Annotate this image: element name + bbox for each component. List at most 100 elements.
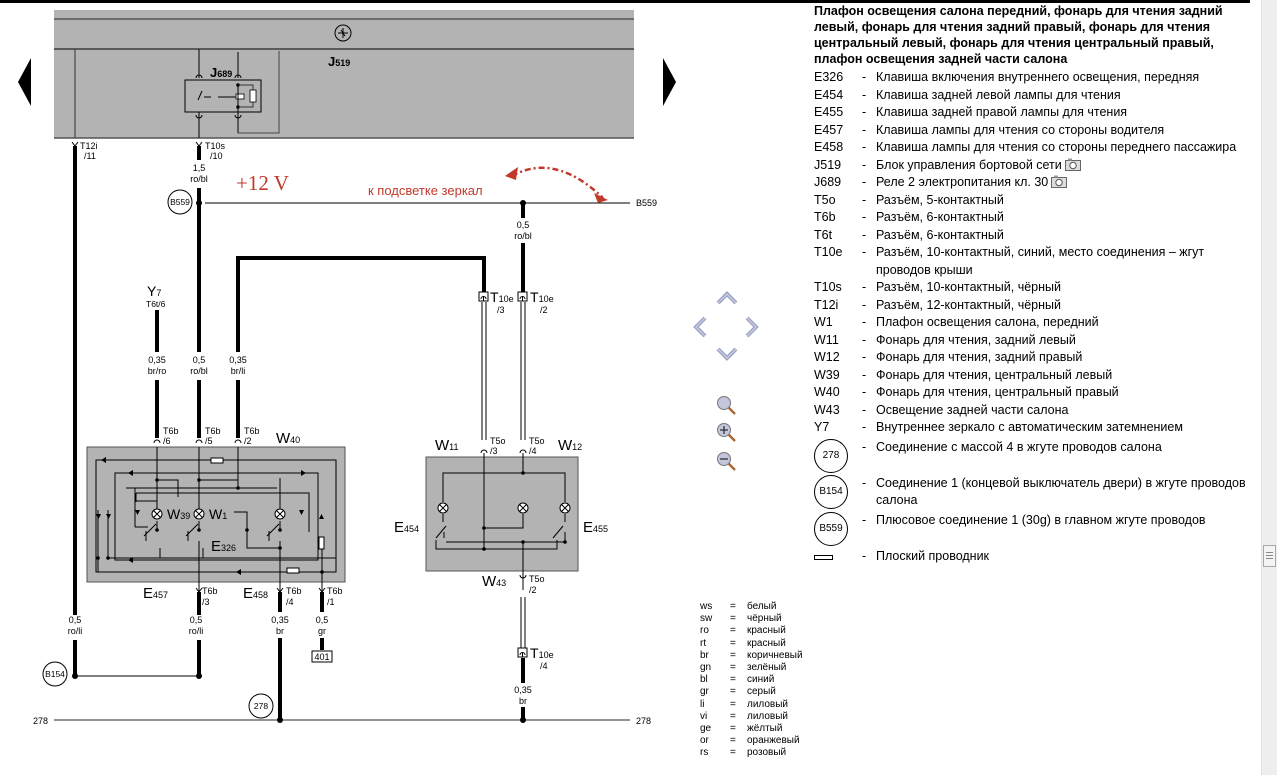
color-name: синий bbox=[747, 674, 775, 686]
legend-desc: Клавиша лампы для чтения со стороны води… bbox=[876, 122, 1165, 137]
j689-label: J689 bbox=[210, 65, 232, 80]
color-code-row: rs=розовый bbox=[700, 747, 803, 759]
flat-conductor-icon bbox=[814, 548, 862, 566]
svg-text:B559: B559 bbox=[170, 197, 190, 207]
svg-text:0,35: 0,35 bbox=[514, 685, 532, 695]
legend-code: W11 bbox=[814, 332, 839, 347]
equals-sign: = bbox=[730, 686, 736, 698]
legend-dash: - bbox=[862, 140, 867, 154]
color-code-row: br=коричневый bbox=[700, 650, 803, 662]
svg-text:0,5: 0,5 bbox=[517, 220, 530, 230]
svg-text:W43: W43 bbox=[482, 573, 506, 590]
color-name: серый bbox=[747, 686, 776, 698]
equals-sign: = bbox=[730, 649, 736, 661]
t6t-label: T6t/6 bbox=[146, 299, 166, 309]
camera-icon[interactable] bbox=[1051, 175, 1068, 188]
svg-text:T5o: T5o bbox=[529, 436, 545, 446]
legend-symbol-item: B154-Соединение 1 (концевой выключатель … bbox=[814, 474, 1250, 510]
svg-text:0,5: 0,5 bbox=[193, 355, 206, 365]
legend-code: W39 bbox=[814, 367, 840, 382]
svg-text:T6b: T6b bbox=[286, 586, 302, 596]
legend-items: E326-Клавиша включения внутреннего освещ… bbox=[814, 69, 1250, 437]
scrollbar-thumb[interactable] bbox=[1263, 545, 1276, 567]
legend-dash: - bbox=[862, 439, 867, 454]
j519-label: J519 bbox=[328, 54, 350, 69]
legend-desc: Плюсовое соединение 1 (30g) в главном жг… bbox=[876, 512, 1206, 527]
svg-text:/10: /10 bbox=[210, 151, 223, 161]
legend-dash: - bbox=[862, 210, 867, 224]
svg-text:/11: /11 bbox=[84, 151, 96, 161]
legend-dash: - bbox=[862, 315, 867, 329]
legend-dash: - bbox=[862, 87, 867, 102]
next-page-arrow-icon[interactable] bbox=[662, 58, 676, 106]
svg-text:T12i: T12i bbox=[80, 141, 98, 151]
svg-text:0,35: 0,35 bbox=[271, 615, 289, 625]
equals-sign: = bbox=[730, 601, 736, 612]
legend-dash: - bbox=[862, 512, 867, 527]
color-code: vi bbox=[700, 710, 708, 722]
legend-dash: - bbox=[862, 385, 867, 399]
legend-dash: - bbox=[862, 280, 867, 294]
svg-text:T5o: T5o bbox=[490, 436, 506, 446]
legend-code: W12 bbox=[814, 350, 840, 364]
svg-text:401: 401 bbox=[314, 652, 329, 662]
legend-code: T6b bbox=[814, 210, 836, 224]
legend-dash: - bbox=[862, 192, 867, 207]
e457-label: E457 bbox=[143, 585, 168, 602]
svg-text:W11: W11 bbox=[435, 437, 459, 454]
legend-item: W40-Фонарь для чтения, центральный правы… bbox=[814, 384, 1250, 402]
legend-item: W39-Фонарь для чтения, центральный левый bbox=[814, 367, 1250, 385]
previous-page-arrow-icon[interactable] bbox=[18, 58, 32, 106]
legend-item: T12i-Разъём, 12-контактный, чёрный bbox=[814, 297, 1250, 315]
color-code-row: ws=белый bbox=[700, 601, 803, 613]
legend-code: Y7 bbox=[814, 420, 830, 434]
legend-dash: - bbox=[862, 70, 867, 84]
svg-text:/2: /2 bbox=[540, 305, 548, 315]
legend-symbol-item: -Плоский проводник bbox=[814, 548, 1250, 566]
zoom-in-icon[interactable] bbox=[716, 422, 738, 444]
svg-text:0,35: 0,35 bbox=[148, 355, 166, 365]
svg-text:0,5: 0,5 bbox=[69, 615, 82, 625]
color-name: лиловый bbox=[747, 698, 789, 710]
zoom-out-icon[interactable] bbox=[716, 451, 738, 473]
svg-text:/1: /1 bbox=[327, 597, 335, 607]
svg-text:ro/bl: ro/bl bbox=[514, 231, 532, 241]
svg-text:T6b: T6b bbox=[327, 586, 343, 596]
legend-desc: Клавиша задней правой лампы для чтения bbox=[876, 105, 1128, 119]
legend-item: T6b-Разъём, 6-контактный bbox=[814, 209, 1250, 227]
zoom-fit-icon[interactable] bbox=[716, 395, 738, 417]
led-diodes-icon bbox=[96, 457, 324, 575]
color-code: li bbox=[700, 698, 705, 710]
vertical-scrollbar[interactable] bbox=[1261, 0, 1277, 775]
svg-text:/3: /3 bbox=[490, 446, 498, 456]
node-278: 278 bbox=[248, 693, 274, 719]
legend-dash: - bbox=[862, 175, 867, 189]
svg-text:br: br bbox=[276, 626, 284, 636]
svg-text:0,5: 0,5 bbox=[316, 615, 329, 625]
svg-text:gr: gr bbox=[318, 626, 326, 636]
node-b559: B559 bbox=[167, 189, 193, 215]
color-code: gn bbox=[700, 662, 712, 674]
legend-item: T10e-Разъём, 10-контактный, синий, место… bbox=[814, 244, 1250, 279]
equals-sign: = bbox=[730, 625, 736, 637]
pan-up-icon[interactable] bbox=[716, 291, 738, 305]
svg-text:/3: /3 bbox=[202, 597, 210, 607]
pan-left-icon[interactable] bbox=[693, 316, 707, 338]
top-border bbox=[0, 0, 1250, 3]
camera-icon[interactable] bbox=[1064, 158, 1081, 171]
pan-right-icon[interactable] bbox=[745, 316, 759, 338]
color-code-row: rt=красный bbox=[700, 638, 803, 650]
svg-text:0,5: 0,5 bbox=[190, 615, 203, 625]
legend-item: Y7-Внутреннее зеркало с автоматическим з… bbox=[814, 419, 1250, 437]
color-code: br bbox=[700, 649, 709, 661]
color-name: зелёный bbox=[747, 662, 787, 674]
svg-text:ro/bl: ro/bl bbox=[190, 174, 208, 184]
legend-desc: Разъём, 6-контактный bbox=[876, 227, 1004, 242]
color-code: sw bbox=[700, 613, 713, 625]
svg-text:T6b: T6b bbox=[163, 426, 179, 436]
pan-down-icon[interactable] bbox=[716, 347, 738, 361]
equals-sign: = bbox=[730, 747, 736, 759]
color-code: gr bbox=[700, 686, 709, 698]
w40-lamp-assembly: W39 W1 E326 bbox=[86, 446, 346, 592]
legend-code: T5o bbox=[814, 192, 836, 207]
